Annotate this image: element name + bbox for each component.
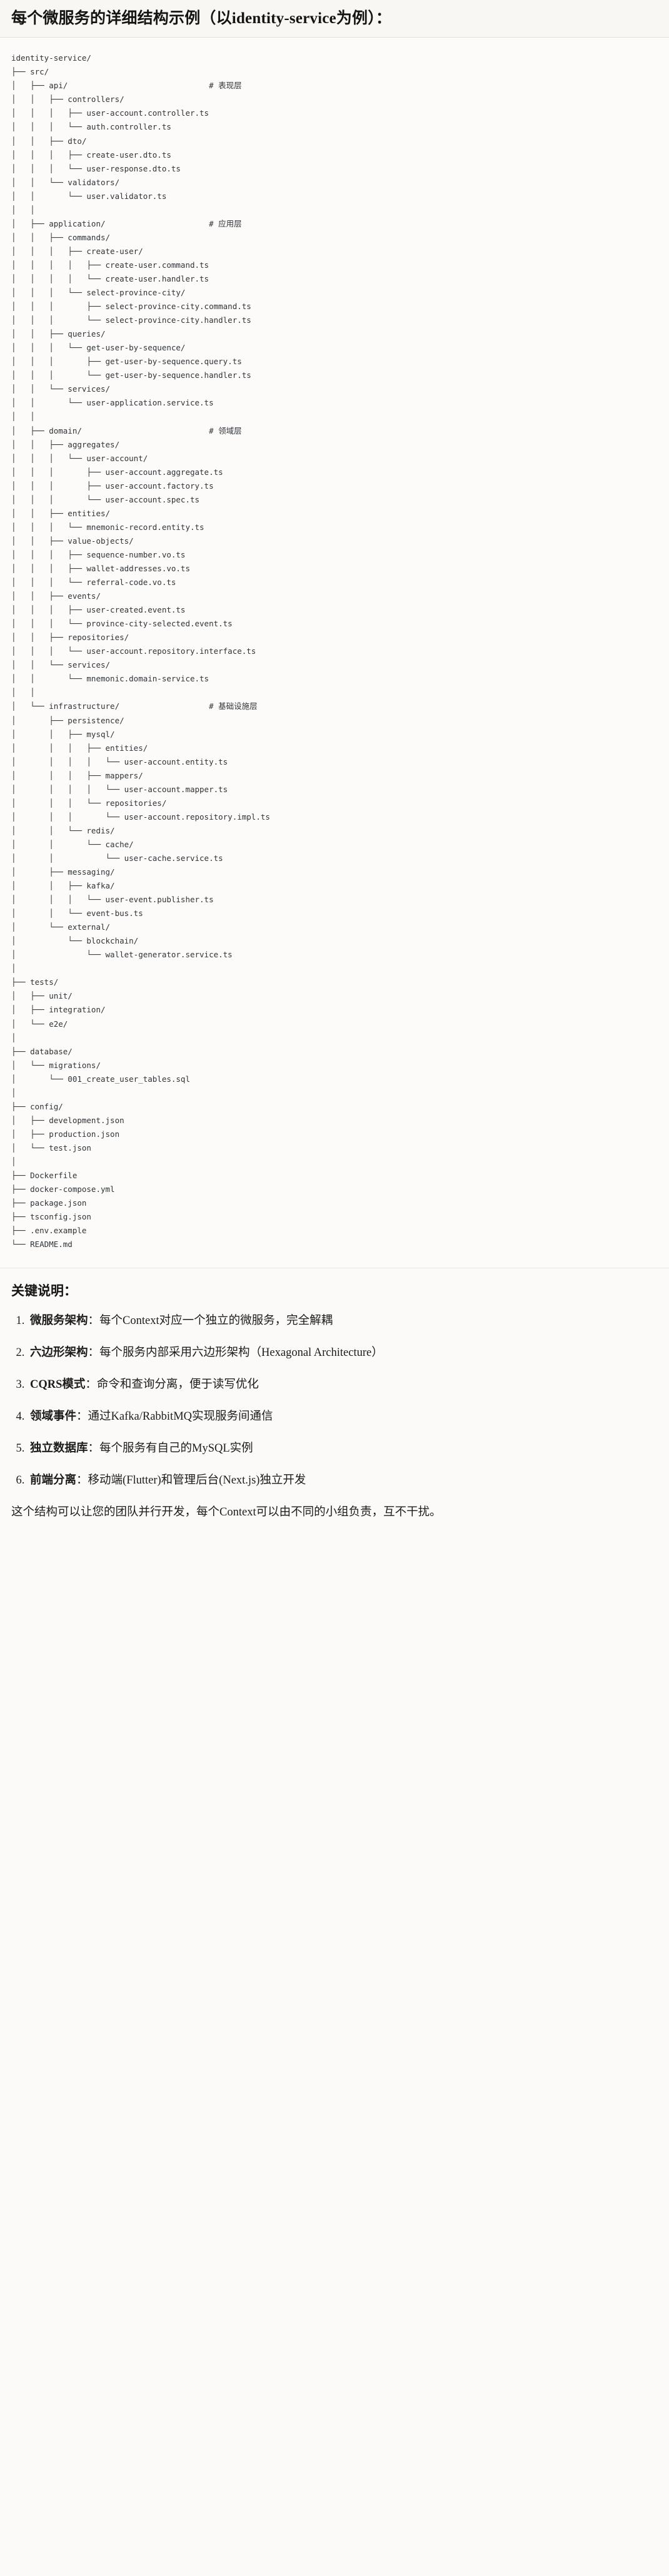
list-item: CQRS模式：命令和查询分离，便于读写优化 (28, 1377, 658, 1393)
directory-tree: identity-service/ ├── src/ │ ├── api/ # … (11, 53, 270, 1250)
note-term: 微服务架构 (30, 1315, 88, 1328)
document-header: 每个微服务的详细结构示例（以identity-service为例）： (0, 0, 669, 38)
page-title: 每个微服务的详细结构示例（以identity-service为例）： (11, 10, 392, 27)
key-notes-list: 微服务架构：每个Context对应一个独立的微服务，完全解耦 六边形架构：每个服… (11, 1313, 658, 1489)
key-notes-section: 关键说明： 微服务架构：每个Context对应一个独立的微服务，完全解耦 六边形… (0, 1268, 669, 1538)
key-notes-heading: 关键说明： (11, 1283, 77, 1299)
note-description: 每个服务有自己的MySQL实例 (99, 1442, 253, 1455)
directory-tree-code-block: identity-service/ ├── src/ │ ├── api/ # … (0, 38, 669, 1269)
document-page: 每个微服务的详细结构示例（以identity-service为例）： ident… (0, 0, 669, 1537)
note-term: 领域事件 (30, 1410, 77, 1423)
note-separator: ： (88, 1347, 100, 1360)
note-term: CQRS模式 (30, 1378, 86, 1392)
list-item: 六边形架构：每个服务内部采用六边形架构（Hexagonal Architectu… (28, 1345, 658, 1361)
note-separator: ： (76, 1474, 88, 1487)
note-term: 前端分离 (30, 1474, 77, 1487)
note-description: 每个Context对应一个独立的微服务，完全解耦 (99, 1315, 333, 1328)
closing-paragraph: 这个结构可以让您的团队并行开发，每个Context可以由不同的小组负责，互不干扰… (11, 1506, 441, 1519)
list-item: 微服务架构：每个Context对应一个独立的微服务，完全解耦 (28, 1313, 658, 1329)
note-separator: ： (85, 1378, 97, 1392)
list-item: 前端分离：移动端(Flutter)和管理后台(Next.js)独立开发 (28, 1473, 658, 1489)
note-separator: ： (88, 1442, 100, 1455)
note-term: 独立数据库 (30, 1442, 88, 1455)
list-item: 领域事件：通过Kafka/RabbitMQ实现服务间通信 (28, 1409, 658, 1425)
note-term: 六边形架构 (30, 1347, 88, 1360)
note-description: 命令和查询分离，便于读写优化 (96, 1378, 259, 1392)
note-description: 通过Kafka/RabbitMQ实现服务间通信 (88, 1410, 273, 1423)
list-item: 独立数据库：每个服务有自己的MySQL实例 (28, 1441, 658, 1457)
note-separator: ： (88, 1315, 100, 1328)
note-description: 移动端(Flutter)和管理后台(Next.js)独立开发 (88, 1474, 306, 1487)
note-separator: ： (76, 1410, 88, 1423)
note-description: 每个服务内部采用六边形架构（Hexagonal Architecture） (99, 1347, 383, 1360)
